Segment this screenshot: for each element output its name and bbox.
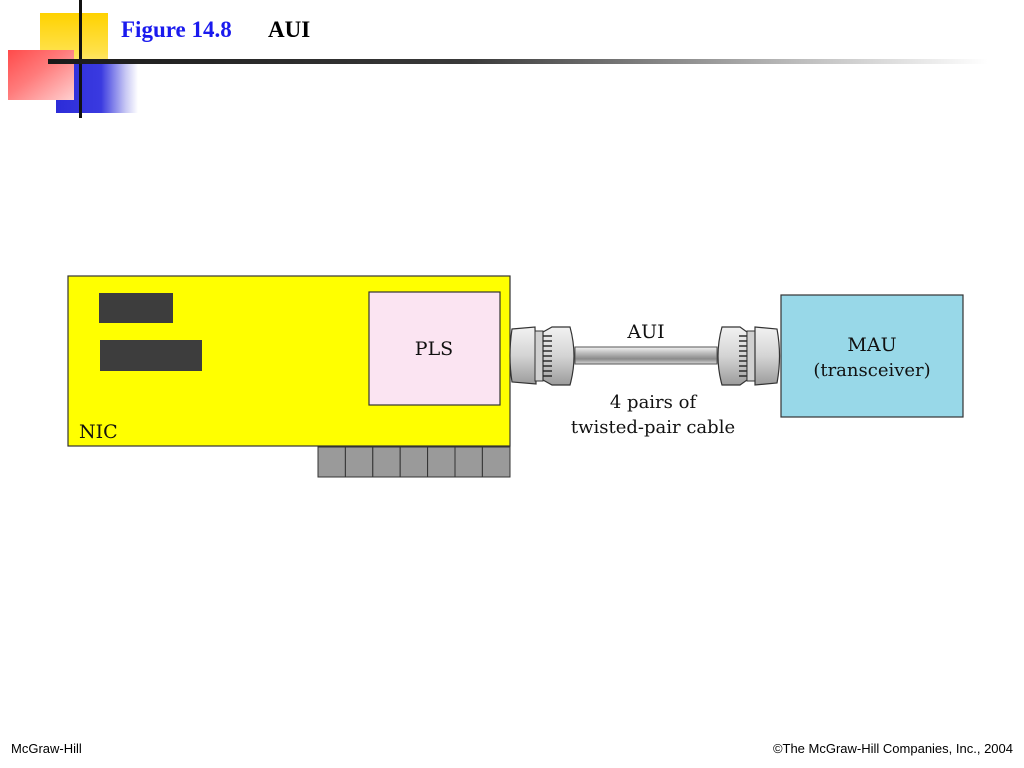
edge-connector-pin [344, 446, 374, 478]
cable-description-line1: 4 pairs of [610, 392, 698, 413]
edge-connector [317, 446, 511, 478]
slide-header: Figure 14.8 AUI [0, 0, 1024, 120]
red-square-decoration [8, 50, 74, 100]
mau-sublabel: (transceiver) [813, 360, 930, 381]
mau-label: MAU [847, 334, 896, 356]
edge-connector-pin [399, 446, 429, 478]
footer-copyright: ©The McGraw-Hill Companies, Inc., 2004 [772, 741, 1013, 756]
mau-socket-connector [746, 326, 781, 386]
cable-description-line2: twisted-pair cable [571, 417, 735, 438]
mau-box [780, 294, 964, 418]
edge-connector-pin [317, 446, 346, 478]
cable-plug-left [542, 326, 575, 386]
figure-number: Figure 14.8 [121, 17, 232, 42]
aui-cable [574, 346, 718, 365]
pls-box [368, 291, 501, 406]
cable-plug-right [717, 326, 748, 386]
edge-connector-pin [481, 446, 511, 478]
nic-socket-connector [509, 326, 544, 385]
edge-connector-pin [372, 446, 401, 478]
edge-connector-pin [454, 446, 483, 478]
nic-label: NIC [79, 421, 118, 443]
chip-large [100, 340, 202, 371]
edge-connector-pin [427, 446, 456, 478]
chip-small [99, 293, 173, 323]
pls-label: PLS [415, 338, 453, 360]
aui-cable-label: AUI [626, 321, 664, 343]
title-rule [48, 59, 988, 64]
footer-publisher: McGraw-Hill [11, 741, 82, 756]
figure-title: AUI [268, 17, 311, 42]
